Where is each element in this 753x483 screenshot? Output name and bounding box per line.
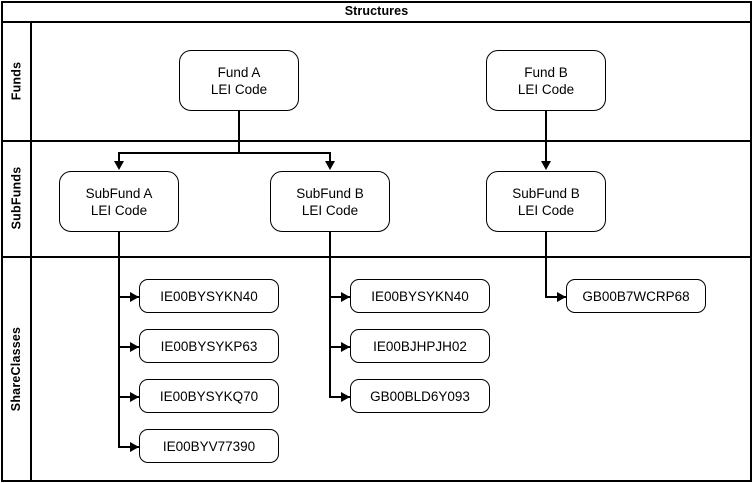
arrowhead-subfunda-branch-1 [130, 292, 139, 302]
node-subfund-b-right-name: SubFund B [512, 185, 580, 201]
row-label-funds: Funds [3, 21, 30, 140]
row-label-funds-text: Funds [9, 61, 24, 100]
connector-subfunda-branch-1 [118, 296, 140, 298]
node-shareclass-b-left-2-isin: IE00BJHPJH02 [373, 338, 467, 354]
connector-subfunda-branch-2 [118, 346, 140, 348]
node-subfund-b-right[interactable]: SubFund B LEI Code [486, 171, 606, 232]
node-shareclass-b-left-1[interactable]: IE00BYSYKN40 [350, 279, 490, 313]
connector-funda-to-subfundb [329, 152, 331, 165]
connector-subfundb-left-spine [329, 231, 331, 398]
connector-subfundb-right-spine [545, 231, 547, 297]
arrowhead-subfunda-branch-4 [130, 442, 139, 452]
node-subfund-a-identifier: LEI Code [90, 202, 148, 218]
node-fund-b-name: Fund B [524, 64, 568, 80]
connector-subfundb-left-branch-3 [329, 396, 351, 398]
node-subfund-b-left[interactable]: SubFund B LEI Code [270, 171, 390, 232]
node-shareclass-a-4-isin: IE00BYV77390 [162, 438, 256, 454]
connector-funda-bus [118, 152, 330, 154]
connector-subfundb-left-branch-1 [329, 296, 351, 298]
node-fund-b-identifier: LEI Code [517, 81, 575, 97]
row-label-shareclasses: ShareClasses [3, 256, 30, 481]
arrowhead-fundb-to-subfundb [541, 161, 551, 170]
node-shareclass-a-3-isin: IE00BYSYKQ70 [159, 388, 259, 404]
connector-subfunda-branch-4 [118, 446, 140, 448]
arrowhead-subfunda-branch-3 [130, 392, 139, 402]
row-label-subfunds-text: SubFunds [9, 166, 24, 230]
connector-funda-to-subfunda [118, 152, 120, 165]
arrowhead-subfundb-left-branch-1 [341, 292, 350, 302]
page-title: Structures [344, 4, 409, 18]
arrowhead-subfundb-right-branch-1 [557, 292, 566, 302]
node-subfund-b-right-identifier: LEI Code [517, 202, 575, 218]
node-fund-a-identifier: LEI Code [210, 81, 268, 97]
row-label-shareclasses-text: ShareClasses [9, 326, 24, 411]
node-shareclass-a-4[interactable]: IE00BYV77390 [139, 429, 279, 463]
node-shareclass-a-1[interactable]: IE00BYSYKN40 [139, 279, 279, 313]
connector-subfundb-right-branch-1 [545, 296, 567, 298]
arrowhead-funda-to-subfunda [114, 161, 124, 170]
node-subfund-a-name: SubFund A [85, 185, 153, 201]
node-subfund-b-left-name: SubFund B [296, 185, 364, 201]
connector-subfunda-branch-3 [118, 396, 140, 398]
row-label-column-divider [30, 21, 32, 481]
node-shareclass-a-1-isin: IE00BYSYKN40 [160, 288, 258, 304]
node-subfund-a[interactable]: SubFund A LEI Code [59, 171, 179, 232]
node-shareclass-a-2-isin: IE00BYSYKP63 [160, 338, 258, 354]
arrowhead-subfundb-left-branch-3 [341, 392, 350, 402]
node-shareclass-a-3[interactable]: IE00BYSYKQ70 [139, 379, 279, 413]
node-shareclass-a-2[interactable]: IE00BYSYKP63 [139, 329, 279, 363]
connector-fundb-stem [545, 111, 547, 165]
connector-subfundb-left-branch-2 [329, 346, 351, 348]
node-shareclass-b-left-3-isin: GB00BLD6Y093 [370, 388, 470, 404]
node-shareclass-b-left-2[interactable]: IE00BJHPJH02 [350, 329, 490, 363]
subfunds-shareclasses-divider [1, 256, 752, 258]
connector-funda-stem [238, 111, 240, 153]
funds-subfunds-divider [1, 140, 752, 142]
arrowhead-subfunda-branch-2 [130, 342, 139, 352]
node-shareclass-b-right-1[interactable]: GB00B7WCRP68 [566, 279, 706, 313]
node-fund-a[interactable]: Fund A LEI Code [179, 50, 299, 111]
arrowhead-subfundb-left-branch-2 [341, 342, 350, 352]
row-label-subfunds: SubFunds [3, 140, 30, 256]
node-shareclass-b-left-3[interactable]: GB00BLD6Y093 [350, 379, 490, 413]
header-divider [1, 21, 752, 23]
connector-subfunda-spine [118, 231, 120, 448]
node-fund-a-name: Fund A [217, 64, 261, 80]
node-fund-b[interactable]: Fund B LEI Code [486, 50, 606, 111]
node-subfund-b-left-identifier: LEI Code [301, 202, 359, 218]
arrowhead-funda-to-subfundb [325, 161, 335, 170]
node-shareclass-b-right-1-isin: GB00B7WCRP68 [582, 288, 690, 304]
node-shareclass-b-left-1-isin: IE00BYSYKN40 [371, 288, 469, 304]
